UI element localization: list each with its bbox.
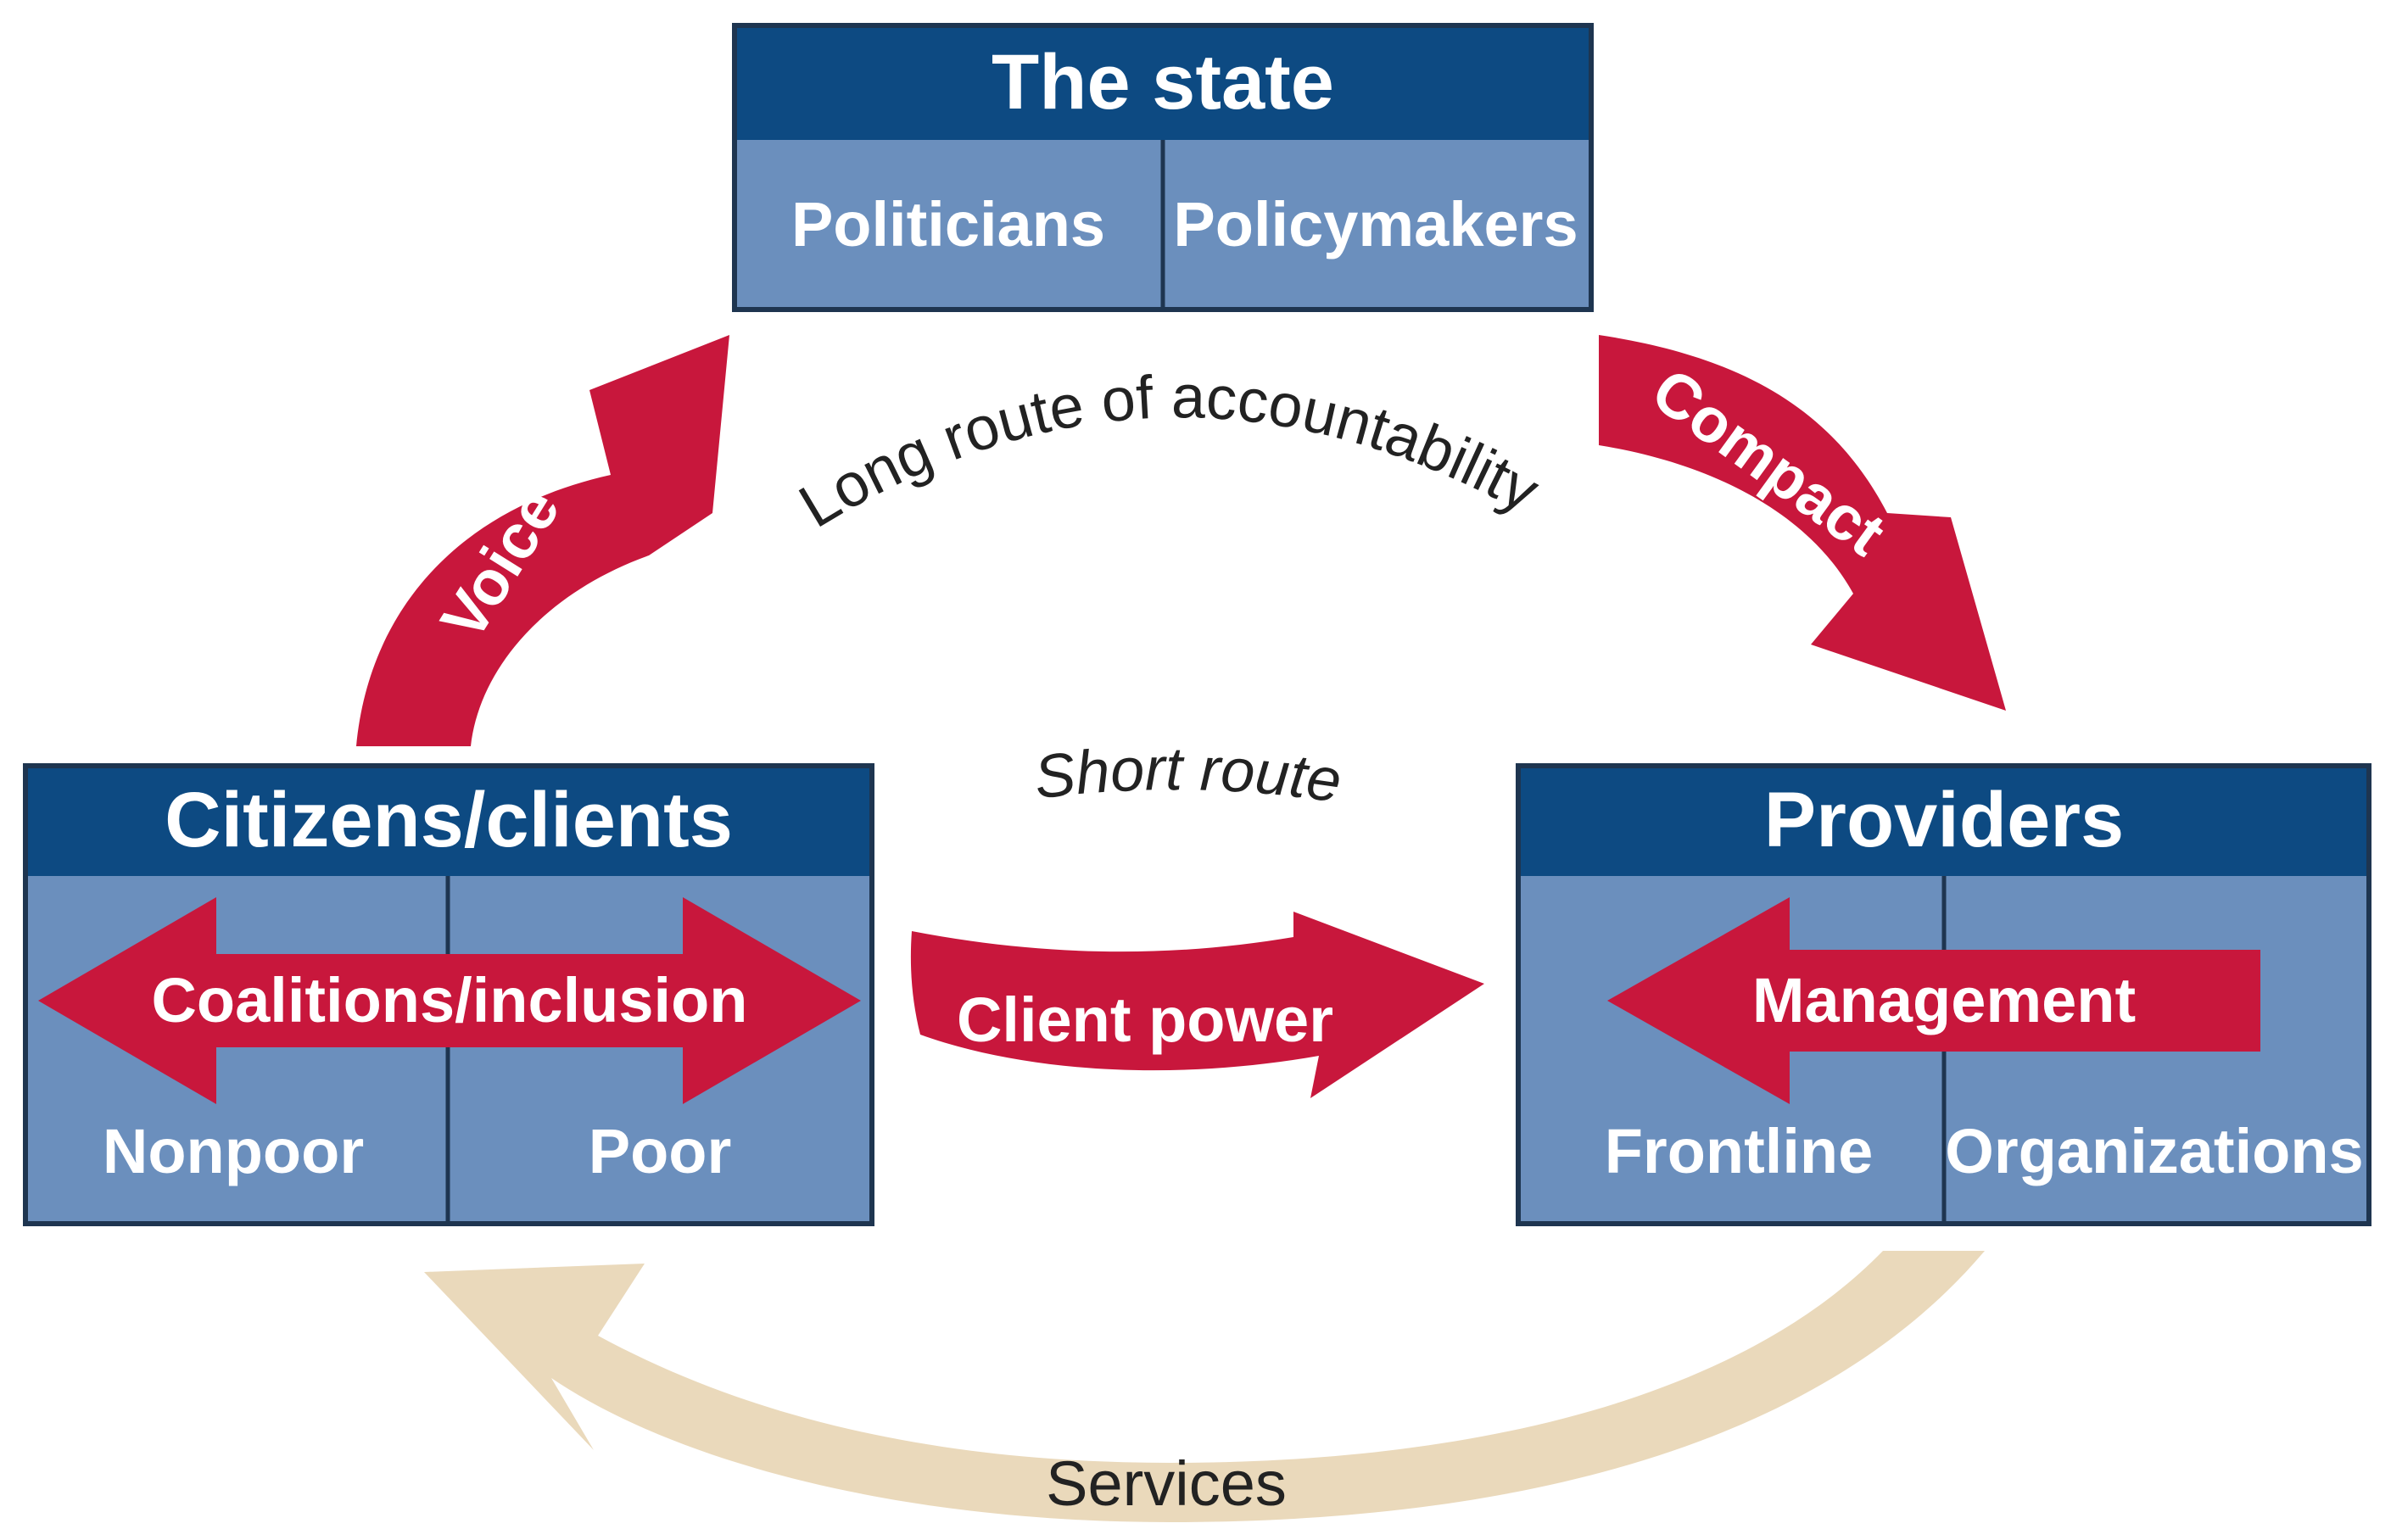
client-power-label: Client power <box>957 985 1333 1055</box>
citizens-box: Citizens/clients Coalitions/inclusion No… <box>23 763 874 1226</box>
state-box: The state Politicians Policymakers <box>732 23 1594 312</box>
management-label: Management <box>1752 965 2136 1035</box>
providers-title: Providers <box>1764 777 2124 863</box>
policymakers-label: Policymakers <box>1173 189 1578 259</box>
state-title: The state <box>992 39 1334 126</box>
coalitions-arrow <box>38 897 861 1104</box>
state-header <box>735 25 1591 140</box>
voice-arrow: Voice <box>356 335 729 746</box>
poor-label: Poor <box>589 1116 732 1186</box>
services-arrow-body <box>424 1251 1985 1522</box>
compact-arrow-body <box>1599 335 2006 711</box>
voice-arrow-body <box>356 335 729 746</box>
nonpoor-label: Nonpoor <box>103 1116 364 1186</box>
citizens-cell-right <box>448 876 872 1224</box>
compact-arrow: Compact <box>1599 335 2006 711</box>
citizens-title: Citizens/clients <box>165 777 733 863</box>
services-arrow: Services <box>424 1251 1985 1522</box>
state-cell-right <box>1163 140 1591 310</box>
services-label: Services <box>1046 1448 1287 1519</box>
politicians-label: Politicians <box>791 189 1105 259</box>
organizations-label: Organizations <box>1945 1116 2363 1186</box>
client-power-arrow-body <box>910 912 1484 1098</box>
citizens-cell-left <box>25 876 448 1224</box>
short-route-label: Short route <box>1031 735 1345 816</box>
providers-header <box>1518 766 2369 876</box>
long-route-label: Long route of accountability <box>788 363 1550 541</box>
coalitions-label: Coalitions/inclusion <box>151 965 747 1035</box>
providers-box: Providers Management Frontline Organizat… <box>1516 763 2371 1226</box>
state-cell-left <box>735 140 1163 310</box>
citizens-header <box>25 766 872 876</box>
frontline-label: Frontline <box>1605 1116 1874 1186</box>
management-arrow <box>1607 897 2260 1104</box>
client-power-arrow: Client power <box>910 912 1484 1098</box>
